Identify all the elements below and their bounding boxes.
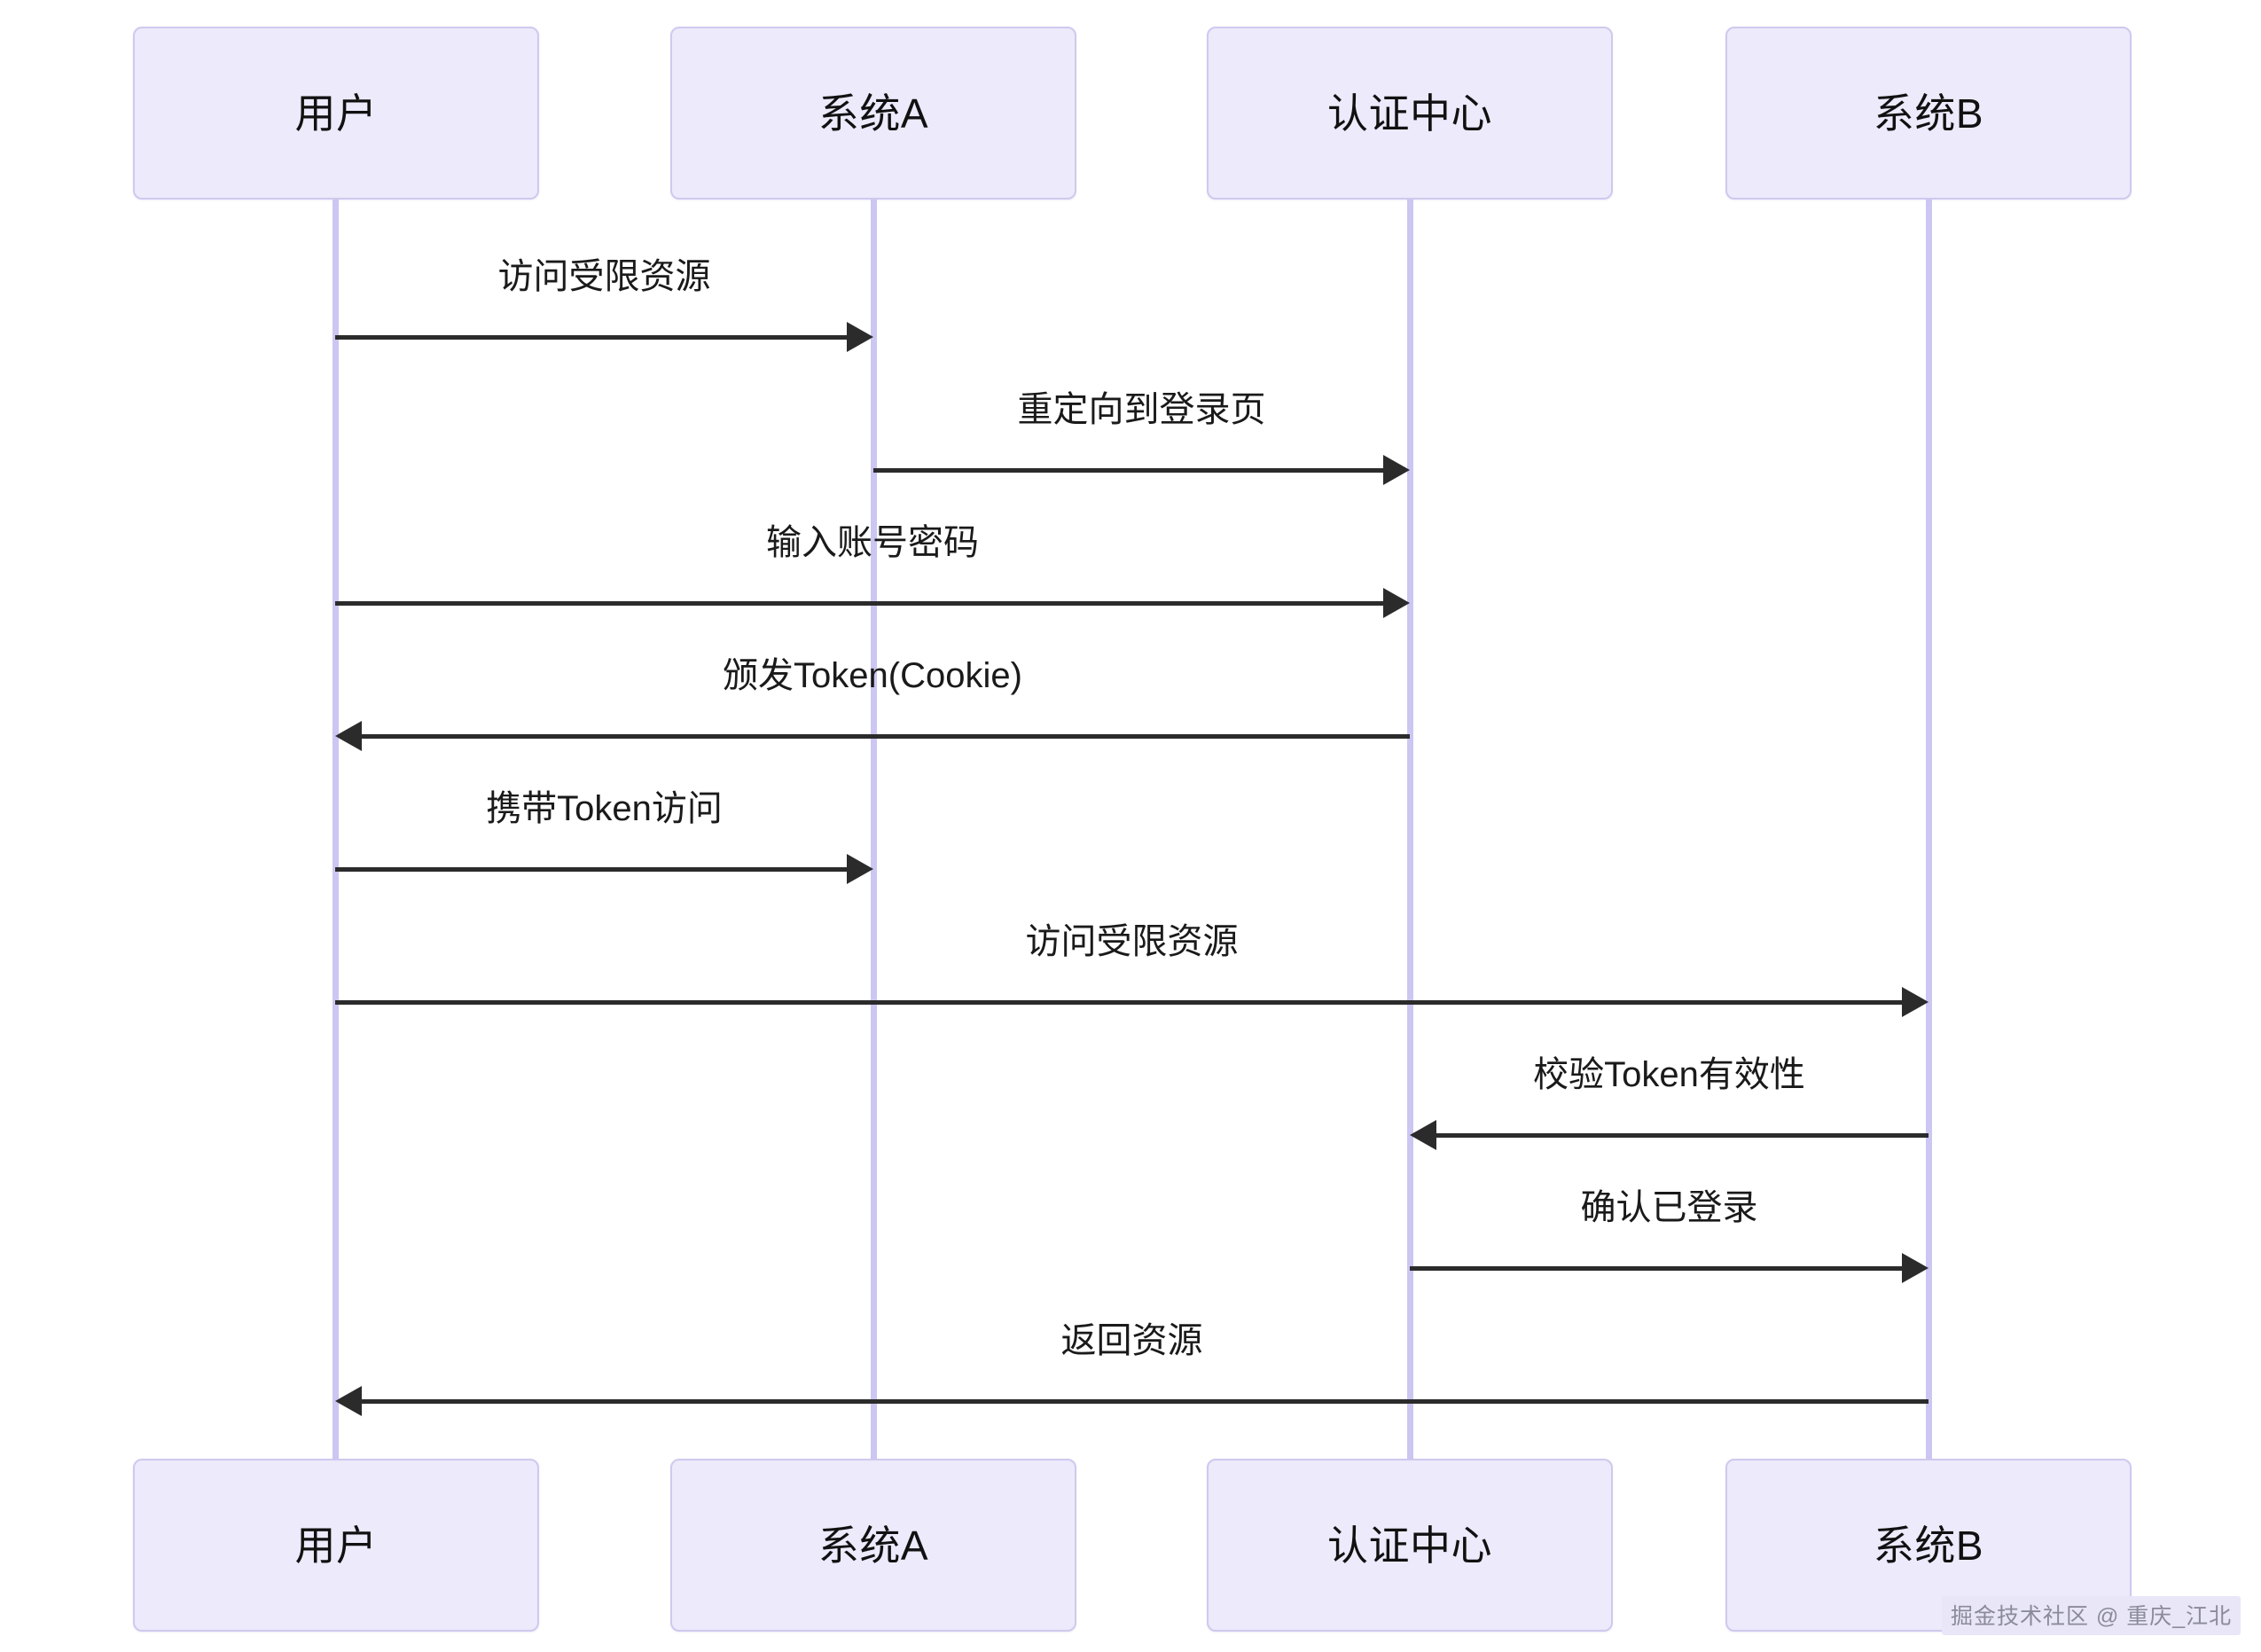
message-arrowhead-2-right [1383, 455, 1410, 485]
message-arrowhead-8-right [1902, 1253, 1928, 1283]
message-label-3: 输入账号密码 [766, 523, 979, 562]
message-line-4 [362, 734, 1410, 739]
message-label-6: 访问受限资源 [1025, 922, 1239, 961]
participant-label-system-a-top: 系统A [818, 90, 929, 137]
message-arrowhead-7-left [1410, 1120, 1436, 1150]
participant-label-user-top: 用户 [294, 90, 378, 137]
lifeline-system-a [871, 200, 877, 1459]
participant-label-system-b-bottom: 系统B [1873, 1522, 1984, 1569]
message-label-4: 颁发Token(Cookie) [723, 656, 1022, 695]
participant-label-user-bottom: 用户 [294, 1522, 378, 1569]
participant-box-top-system-a[interactable]: 系统A [670, 27, 1076, 200]
message-line-6 [335, 1000, 1902, 1005]
lifeline-user [332, 200, 339, 1459]
message-line-8 [1410, 1266, 1902, 1271]
message-line-3 [335, 601, 1383, 606]
participant-label-system-b-top: 系统B [1873, 90, 1984, 137]
message-label-7: 校验Token有效性 [1533, 1055, 1805, 1094]
message-arrowhead-4-left [335, 721, 362, 751]
participant-label-auth-top: 认证中心 [1327, 90, 1492, 137]
watermark-text: 掘金技术社区 @ 重庆_江北 [1942, 1596, 2241, 1635]
participant-box-top-system-b[interactable]: 系统B [1725, 27, 2132, 200]
message-line-2 [873, 468, 1383, 473]
participant-box-bottom-user[interactable]: 用户 [133, 1459, 539, 1632]
participant-box-top-user[interactable]: 用户 [133, 27, 539, 200]
message-label-5: 携带Token访问 [486, 789, 723, 828]
participant-box-bottom-system-a[interactable]: 系统A [670, 1459, 1076, 1632]
lifeline-auth [1407, 200, 1413, 1459]
message-arrowhead-3-right [1383, 588, 1410, 618]
participant-label-auth-bottom: 认证中心 [1327, 1522, 1492, 1569]
participant-box-bottom-auth[interactable]: 认证中心 [1207, 1459, 1613, 1632]
message-arrowhead-9-left [335, 1386, 362, 1416]
message-label-9: 返回资源 [1060, 1321, 1203, 1360]
message-label-8: 确认已登录 [1580, 1188, 1758, 1227]
participant-label-system-a-bottom: 系统A [818, 1522, 929, 1569]
message-arrowhead-1-right [847, 322, 873, 352]
message-line-9 [362, 1399, 1928, 1404]
message-line-5 [335, 867, 847, 872]
lifeline-system-b [1926, 200, 1932, 1459]
message-label-1: 访问受限资源 [497, 257, 711, 296]
message-line-1 [335, 335, 847, 340]
message-arrowhead-6-right [1902, 987, 1928, 1017]
participant-box-top-auth[interactable]: 认证中心 [1207, 27, 1613, 200]
message-arrowhead-5-right [847, 854, 873, 884]
message-label-2: 重定向到登录页 [1017, 390, 1266, 429]
message-line-7 [1436, 1133, 1928, 1138]
